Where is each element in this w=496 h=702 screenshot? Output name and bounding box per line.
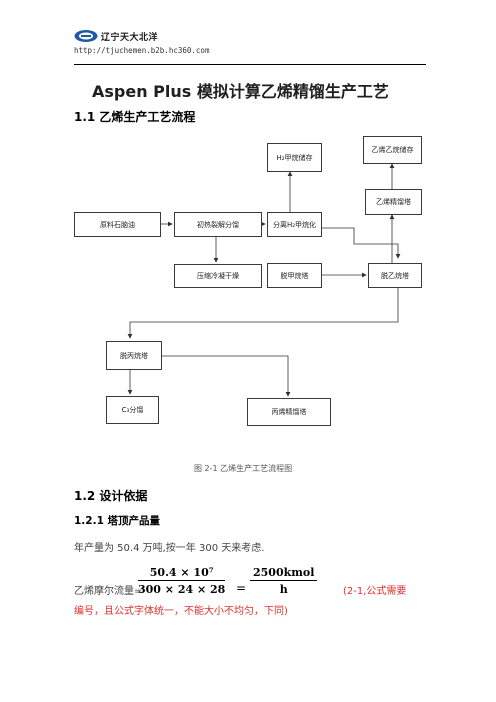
section-heading-1-1: 1.1 乙烯生产工艺流程 <box>74 110 196 124</box>
box-deethanizer: 脱乙烷塔 <box>368 263 422 288</box>
box-crude-naphtha: 原料石脑油 <box>74 212 161 237</box>
formula-left-fraction: 50.4 × 10⁷ 300 × 24 × 28 <box>138 566 226 596</box>
formula-note-line1: (2-1,公式需要 <box>343 586 407 597</box>
box-demethanizer: 脱甲烷塔 <box>267 263 322 288</box>
box-ethylene-tower: 乙烯精馏塔 <box>365 189 422 215</box>
subsection-heading-1-2-1: 1.2.1 塔顶产品量 <box>74 515 161 527</box>
formula-left-denominator: 300 × 24 × 28 <box>138 583 226 596</box>
arrow-depropanizer-to-propylene <box>162 355 291 397</box>
box-compression: 压缩冷凝干燥 <box>174 264 262 288</box>
box-separation: 分离H₂甲烷化 <box>267 212 322 237</box>
arrow-separation-to-deethanizer <box>322 227 401 259</box>
document-title: Aspen Plus 模拟计算乙烯精馏生产工艺 <box>92 82 389 101</box>
box-propylene: 丙烯精馏塔 <box>247 398 331 426</box>
box-h2-storage: H₂甲烷储存 <box>267 143 322 172</box>
logo <box>74 30 98 42</box>
box-cracking: 初热裂解分馏 <box>174 212 262 237</box>
formula-left-numerator: 50.4 × 10⁷ <box>138 566 226 581</box>
formula-note-line2: 编号，且公式字体统一，不能大小不均匀，下同) <box>74 606 288 617</box>
section-heading-1-2: 1.2 设计依据 <box>74 489 148 503</box>
box-c3-split: C₃分馏 <box>106 396 159 424</box>
production-paragraph: 年产量为 50.4 万吨,按一年 300 天来考虑. <box>74 543 265 554</box>
header-url[interactable]: http://tjuchemen.b2b.hc360.com <box>74 46 210 55</box>
brand-name: 辽宁天大北洋 <box>101 33 159 43</box>
formula-right-numerator: 2500kmol <box>250 566 318 581</box>
formula-label: 乙烯摩尔流量= <box>74 586 143 597</box>
formula-right-fraction: 2500kmol h <box>250 566 318 596</box>
formula-equals: = <box>236 581 247 595</box>
header-divider <box>74 64 426 65</box>
box-ethylene-storage: 乙烯乙烷储存 <box>363 136 422 164</box>
formula-right-denominator: h <box>279 583 288 596</box>
box-depropanizer: 脱丙烷塔 <box>106 341 162 370</box>
arrow-deethanizer-to-depropanizer <box>127 288 399 339</box>
figure-caption: 图 2-1 乙烯生产工艺流程图 <box>194 464 293 473</box>
